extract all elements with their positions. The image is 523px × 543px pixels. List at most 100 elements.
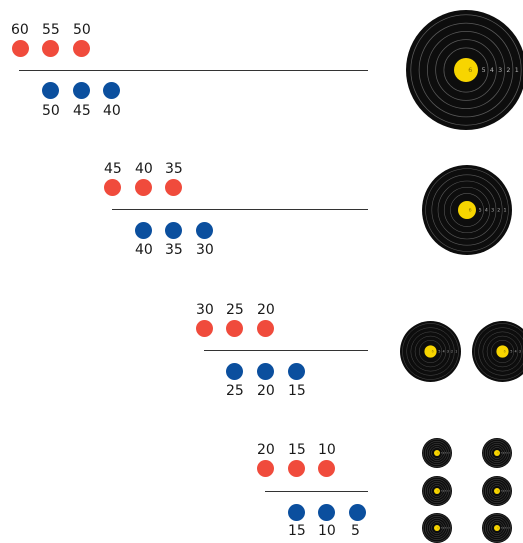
target-ring: [431, 447, 443, 459]
target-ring-number: 4: [443, 491, 445, 493]
target-ring-number: 2: [507, 453, 509, 455]
target-ring-number: 6: [497, 453, 499, 455]
target-ring-number: 3: [498, 67, 502, 74]
target-ring-number: 1: [504, 208, 507, 214]
blue-label: 35: [165, 242, 183, 258]
blue-label: 20: [257, 383, 275, 399]
blue-label: 50: [42, 103, 60, 119]
target-ring: [414, 335, 447, 368]
red-label: 60: [11, 22, 29, 38]
target-ring: [425, 479, 449, 503]
target-ring-number: 3: [447, 350, 449, 354]
red-label: 40: [135, 161, 153, 177]
target-ring-number: 5: [501, 491, 503, 493]
target-ring: [425, 441, 449, 465]
target-ring: [491, 340, 514, 363]
target-ring-number: 3: [491, 208, 494, 214]
blue-dot: [42, 82, 59, 99]
red-label: 45: [104, 161, 122, 177]
target-ring: [474, 323, 523, 380]
red-label: 50: [73, 22, 91, 38]
blue-dot: [135, 222, 152, 239]
red-dot: [257, 460, 274, 477]
blue-dot: [103, 82, 120, 99]
target-ring-number: 4: [503, 453, 505, 455]
target-ring-number: 4: [503, 528, 505, 530]
target-ring-number: 5: [510, 350, 512, 354]
target-ring-number: 1: [455, 350, 457, 354]
target-ring-number: 1: [515, 67, 519, 74]
target-ring-number: 1: [449, 453, 451, 455]
target-ring: [429, 483, 445, 499]
blue-dot: [349, 504, 366, 521]
target-ring: [485, 441, 509, 465]
target-ring-number: 4: [443, 453, 445, 455]
divider-line: [112, 209, 368, 210]
target-ring-number: 4: [485, 208, 488, 214]
target-ring-number: 5: [501, 528, 503, 530]
blue-label: 40: [135, 242, 153, 258]
target-ring-number: 2: [506, 67, 510, 74]
target-ring-number: 2: [447, 491, 449, 493]
target-ring: [482, 438, 512, 468]
target-ring-number: 1: [509, 528, 511, 530]
target-ring-number: 3: [445, 491, 447, 493]
target-ring: [437, 180, 497, 240]
target-ring: [431, 174, 503, 246]
red-dot: [318, 460, 335, 477]
blue-dot: [288, 504, 305, 521]
blue-dot: [288, 363, 305, 380]
red-label: 20: [257, 442, 275, 458]
target-center: [434, 525, 440, 531]
target-ring-number: 2: [447, 528, 449, 530]
target-ring: [486, 335, 519, 368]
target-ring-number: 3: [505, 491, 507, 493]
target-ring: [478, 327, 523, 376]
target-ring-number: 5: [441, 491, 443, 493]
target-ring: [426, 30, 506, 110]
target-ring-number: 1: [509, 491, 511, 493]
target-ring-number: 4: [503, 491, 505, 493]
target-ring-number: 1: [449, 528, 451, 530]
red-dot: [104, 179, 121, 196]
target-ring-number: 6: [469, 208, 472, 214]
target-ring: [443, 47, 489, 93]
red-label: 55: [42, 22, 60, 38]
target-ring: [425, 516, 449, 540]
target-center: [454, 58, 478, 82]
target-ring-number: 5: [479, 208, 482, 214]
target-ring-number: 2: [507, 491, 509, 493]
red-label: 30: [196, 302, 214, 318]
red-dot: [196, 320, 213, 337]
target-ring-number: 6: [437, 453, 439, 455]
target-ring: [489, 520, 505, 536]
target-ring-number: 4: [490, 67, 494, 74]
blue-dot: [257, 363, 274, 380]
target-ring: [491, 522, 503, 534]
target-center: [458, 201, 476, 219]
red-dot: [135, 179, 152, 196]
target-ring-number: 6: [497, 528, 499, 530]
target-ring-number: 6: [504, 350, 506, 354]
red-dot: [73, 40, 90, 57]
target-ring: [482, 331, 523, 372]
target-ring: [418, 22, 514, 118]
target-ring-number: 4: [443, 350, 445, 354]
target-ring: [406, 327, 455, 376]
divider-line: [19, 70, 368, 71]
red-dot: [12, 40, 29, 57]
target-ring-number: 5: [482, 67, 486, 74]
target-ring-number: 3: [505, 453, 507, 455]
target-ring-number: 3: [505, 528, 507, 530]
target-ring: [427, 481, 447, 501]
target-ring: [487, 481, 507, 501]
target-ring: [410, 331, 451, 372]
blue-label: 15: [288, 383, 306, 399]
target-ring-number: 4: [515, 350, 517, 354]
blue-label: 40: [103, 103, 121, 119]
